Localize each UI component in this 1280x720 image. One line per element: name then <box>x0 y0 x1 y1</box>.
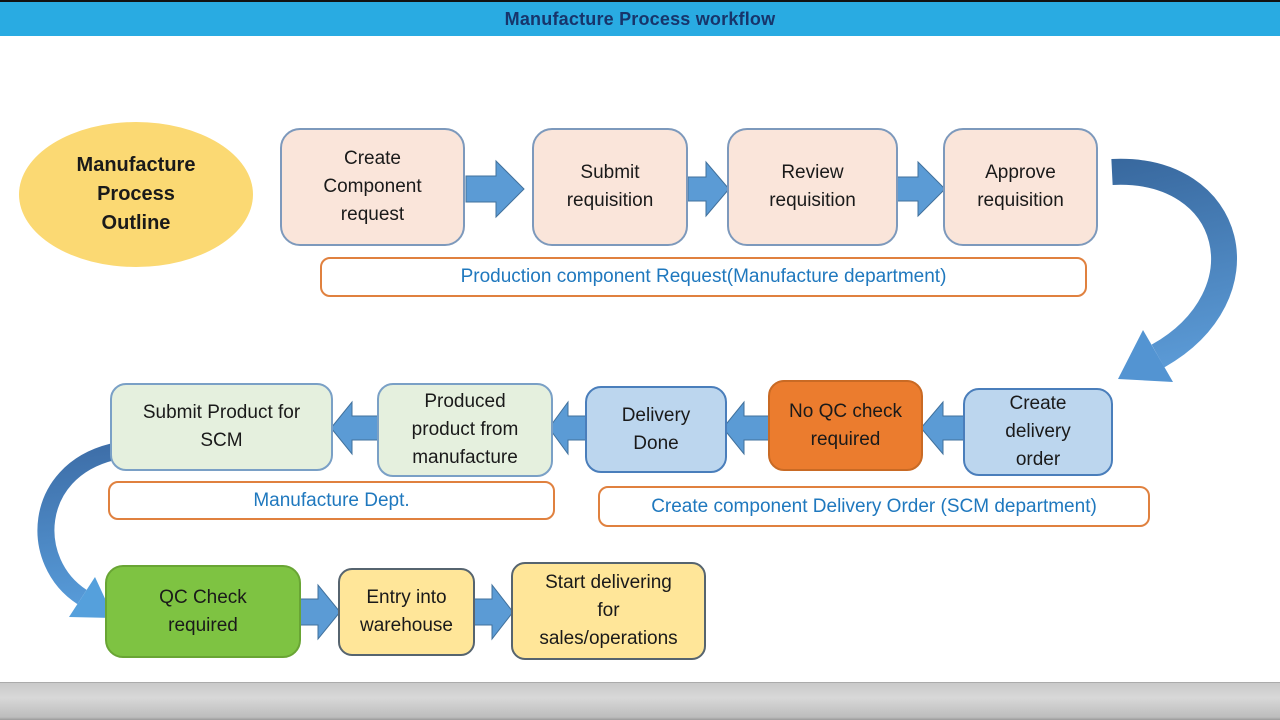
step-create-component-request: Create Component request <box>280 128 465 246</box>
connector-arrow-right-5 <box>472 583 514 641</box>
step-submit-requisition: Submit requisition <box>532 128 688 246</box>
page-title: Manufacture Process workflow <box>504 8 776 29</box>
step-no-qc-check-required: No QC check required <box>768 380 923 471</box>
curved-connector-right <box>1111 158 1237 382</box>
title-bar: Manufacture Process workflow <box>0 0 1280 36</box>
connector-arrow-right-2 <box>687 160 730 218</box>
step-submit-product-for-scm: Submit Product for SCM <box>110 383 333 471</box>
step-start-delivering: Start delivering for sales/operations <box>511 562 706 660</box>
connector-arrow-right-3 <box>895 160 946 218</box>
connector-arrow-right-4 <box>298 583 341 641</box>
step-entry-into-warehouse: Entry into warehouse <box>338 568 475 656</box>
connector-arrow-left-2 <box>722 400 771 456</box>
footer-bar <box>0 682 1280 720</box>
curved-connector-left <box>37 443 115 618</box>
connector-arrow-left-1 <box>920 400 968 456</box>
connector-arrow-left-3 <box>548 400 588 456</box>
outline-ellipse: Manufacture Process Outline <box>19 122 253 267</box>
connector-arrow-right-1 <box>465 159 525 219</box>
caption-production-component-request: Production component Request(Manufacture… <box>320 257 1087 297</box>
step-review-requisition: Review requisition <box>727 128 898 246</box>
step-delivery-done: Delivery Done <box>585 386 727 473</box>
caption-scm-delivery-order: Create component Delivery Order (SCM dep… <box>598 486 1150 527</box>
step-qc-check-required: QC Check required <box>105 565 301 658</box>
step-create-delivery-order: Create delivery order <box>963 388 1113 476</box>
connector-arrow-left-4 <box>330 400 380 456</box>
caption-manufacture-dept: Manufacture Dept. <box>108 481 555 520</box>
step-approve-requisition: Approve requisition <box>943 128 1098 246</box>
step-produced-product: Produced product from manufacture <box>377 383 553 477</box>
